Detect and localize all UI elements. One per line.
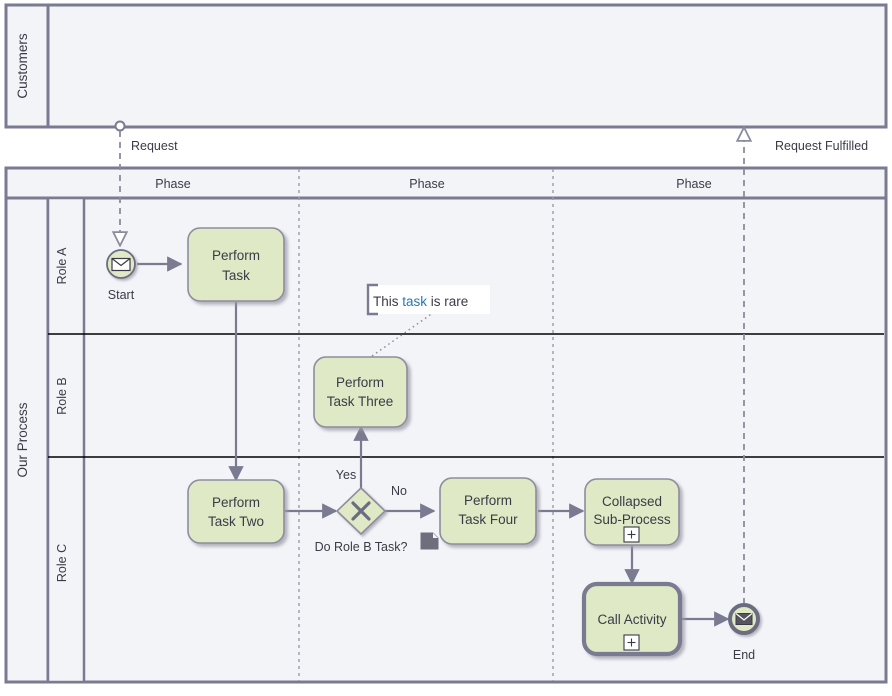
task-perform-task-two[interactable]: Perform Task Two (187, 479, 285, 544)
task-collapsed-subprocess-box[interactable] (584, 478, 680, 546)
task-perform-task-two-label-line1[interactable]: Perform (212, 495, 260, 510)
task-perform-task-four[interactable]: Perform Task Four (439, 477, 537, 545)
phase-label-2: Phase (409, 177, 444, 191)
task-call-activity-box[interactable] (581, 581, 683, 657)
task-perform-task-three-box[interactable] (313, 356, 408, 428)
text-annotation-bracket (366, 283, 378, 316)
message-flow-request-label: Request (131, 139, 178, 153)
annotation-text-after: is rare (427, 294, 468, 309)
task-perform-task-three-label-line1: Perform (336, 375, 384, 390)
lane-role-b-label: Role B (55, 377, 69, 415)
lane-header-column (46, 196, 86, 684)
task-perform-task-four-label-line1: Perform (464, 493, 512, 508)
end-event[interactable]: End (728, 603, 760, 662)
envelope-filled-icon (735, 613, 753, 625)
annotation-text-before: This (373, 294, 402, 309)
our-process-pool-body[interactable] (4, 166, 888, 684)
task-perform-task-box[interactable] (187, 227, 285, 302)
lane-role-c-label: Role C (55, 544, 69, 582)
gateway-label: Do Role B Task? (315, 540, 408, 554)
task-collapsed-subprocess[interactable]: Collapsed Sub-Process + (584, 478, 680, 546)
phase-label-3: Phase (676, 177, 711, 191)
task-perform-task-two-box[interactable] (187, 479, 285, 544)
task-perform-task-three-label-line2: Task Three (327, 394, 394, 409)
flow-label-no: No (391, 484, 407, 498)
message-flow-request-source-dot (114, 120, 126, 132)
document-icon[interactable] (420, 532, 439, 550)
message-flow-request-fulfilled-label: Request Fulfilled (775, 139, 868, 153)
task-perform-task-four-box[interactable] (439, 477, 537, 545)
customers-pool-label: Customers (15, 33, 30, 99)
task-collapsed-subprocess-label-line1: Collapsed (602, 494, 662, 509)
message-flow-request[interactable]: Request (114, 120, 179, 246)
plus-marker-icon[interactable]: + (623, 526, 640, 543)
text-annotation-task-rare[interactable]: This task is rare (366, 283, 490, 357)
association-line (371, 309, 438, 357)
lane-role-c[interactable]: Role C (55, 544, 69, 582)
our-process-pool[interactable]: Our Process Phase Phase Phase Role A Rol… (4, 166, 888, 684)
customers-pool-header[interactable] (4, 3, 50, 129)
task-perform-task-two-label-line2[interactable]: Task Two (208, 514, 264, 529)
task-perform-task[interactable]: Perform Task (187, 227, 285, 302)
task-collapsed-subprocess-label-line2: Sub-Process (593, 512, 671, 527)
task-perform-task-label-line2: Task (222, 268, 250, 283)
start-event-label: Start (108, 288, 135, 302)
text-annotation-text: This task is rare (373, 294, 468, 309)
flow-label-yes: Yes (336, 468, 356, 482)
lane-role-b[interactable]: Role B (55, 377, 69, 415)
x-icon (351, 501, 371, 521)
gateway-do-role-b-task[interactable]: Do Role B Task? (315, 486, 408, 554)
customers-pool[interactable]: Customers (4, 3, 888, 129)
task-call-activity-label-line1: Call Activity (597, 612, 666, 627)
phase-label-1: Phase (155, 177, 190, 191)
text-annotation-background (368, 285, 490, 314)
message-flow-request-fulfilled[interactable]: Request Fulfilled (744, 128, 868, 604)
annotation-link-text: task (402, 294, 427, 309)
start-event[interactable]: Start (106, 249, 136, 302)
our-process-pool-header[interactable] (4, 196, 50, 684)
task-perform-task-three[interactable]: Perform Task Three (313, 356, 408, 428)
lane-role-a[interactable]: Role A (55, 247, 69, 284)
customers-pool-body[interactable] (4, 3, 888, 129)
envelope-icon (111, 257, 131, 272)
plus-marker-icon-call-activity[interactable] (623, 634, 640, 651)
task-perform-task-label-line1: Perform (212, 248, 260, 263)
lane-role-a-label: Role A (55, 247, 69, 284)
task-call-activity[interactable]: Call Activity (581, 581, 683, 657)
our-process-pool-label: Our Process (15, 402, 30, 477)
phase-header-band (4, 166, 888, 200)
end-event-label: End (733, 648, 755, 662)
task-perform-task-four-label-line2: Task Four (458, 512, 518, 527)
